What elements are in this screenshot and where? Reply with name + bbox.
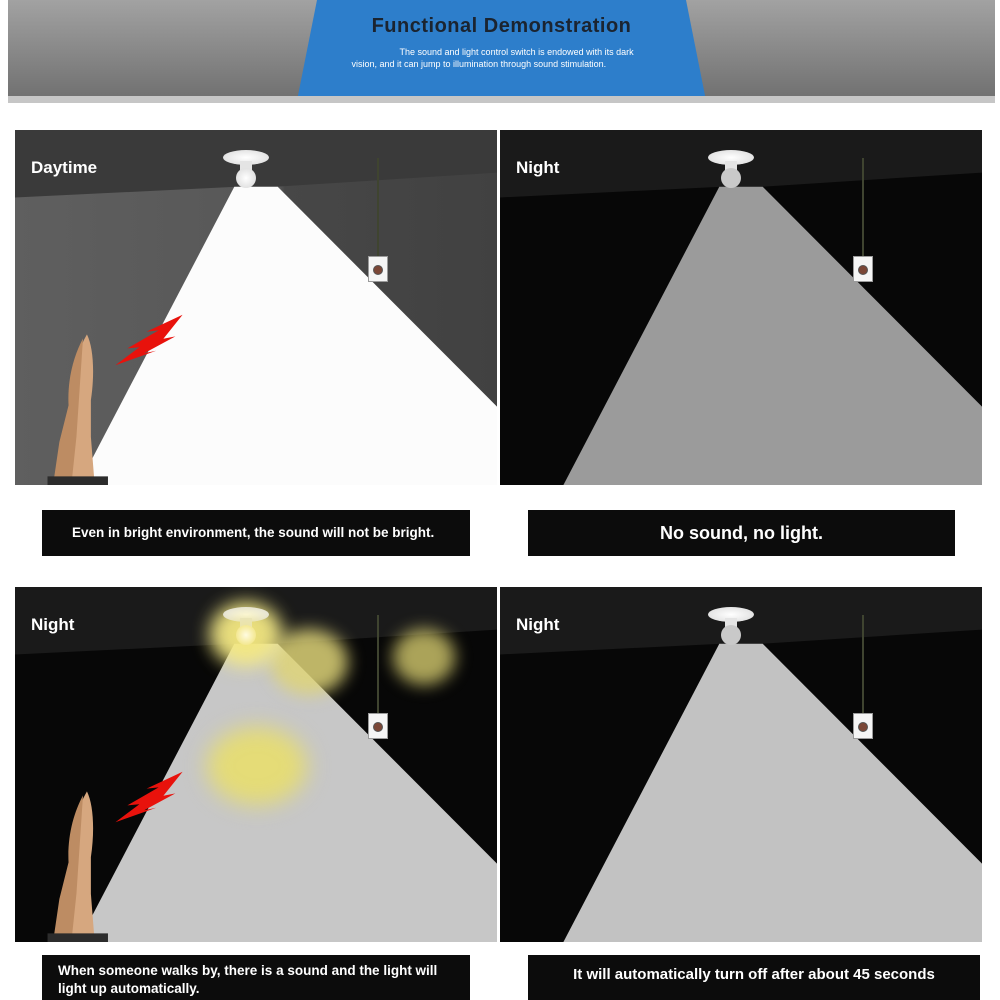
switch-dot <box>372 722 383 732</box>
caption-bar: It will automatically turn off after abo… <box>528 955 980 1000</box>
panel-night-autooff-scene: Night <box>500 587 982 942</box>
ceiling-lamp-icon <box>223 150 270 165</box>
pull-switch <box>367 713 388 739</box>
switch-dot <box>372 265 383 275</box>
page-title: Functional Demonstration <box>371 15 632 37</box>
panel-label: Daytime <box>31 158 98 177</box>
caption-bar: When someone walks by, there is a sound … <box>42 955 470 1000</box>
light-glow <box>270 629 348 695</box>
header-banner: Functional Demonstration The sound and l… <box>8 0 995 103</box>
lamp-stem <box>725 161 738 171</box>
caption-text: No sound, no light. <box>660 522 823 543</box>
banner-bottom-strip <box>8 96 995 103</box>
sound-clap-icon <box>110 310 188 382</box>
light-glow <box>393 629 455 685</box>
panel-label: Night <box>516 615 560 634</box>
lamp-bulb <box>236 168 257 188</box>
caption-text: Even in bright environment, the sound wi… <box>72 524 435 540</box>
lamp-stem <box>240 618 253 628</box>
clapping-hands-icon <box>37 785 129 942</box>
banner-subtitle: The sound and light control switch is en… <box>351 47 634 69</box>
panel-label: Night <box>31 615 75 634</box>
caption-bar: No sound, no light. <box>528 510 955 556</box>
ceiling-lamp-icon <box>223 607 270 622</box>
panel-daytime-scene: Daytime <box>15 130 497 485</box>
lamp-stem <box>240 161 253 171</box>
clapping-hands-icon <box>37 328 129 485</box>
switch-dot <box>857 722 868 732</box>
switch-dot <box>857 265 868 275</box>
pull-cord <box>861 615 864 715</box>
light-glow <box>207 727 307 805</box>
lamp-bulb <box>721 168 742 188</box>
lamp-stem <box>725 618 738 628</box>
panel-night-on-scene: Night <box>15 587 497 942</box>
pull-cord <box>861 158 864 258</box>
ceiling-lamp-icon <box>708 607 755 622</box>
pull-switch <box>367 256 388 282</box>
sound-clap-icon <box>110 767 188 839</box>
banner-trapezoid: Functional Demonstration The sound and l… <box>296 0 707 103</box>
lamp-bulb <box>721 625 742 645</box>
panel-night-off-scene: Night <box>500 130 982 485</box>
pull-cord <box>376 615 379 715</box>
caption-bar: Even in bright environment, the sound wi… <box>42 510 470 556</box>
lamp-bulb <box>236 625 257 645</box>
ceiling-lamp-icon <box>708 150 755 165</box>
pull-cord <box>376 158 379 258</box>
caption-text: It will automatically turn off after abo… <box>573 966 935 983</box>
panel-label: Night <box>516 158 560 177</box>
caption-text: When someone walks by, there is a sound … <box>58 963 438 996</box>
pull-switch <box>852 713 873 739</box>
pull-switch <box>852 256 873 282</box>
